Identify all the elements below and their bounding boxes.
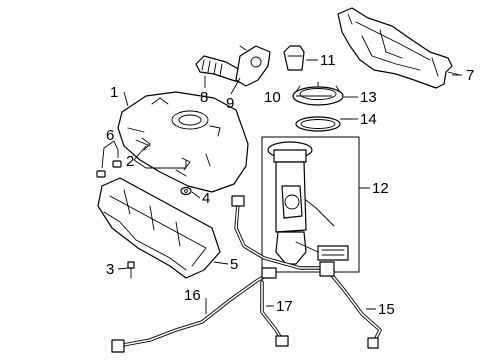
callout-11: 11: [320, 52, 336, 69]
callout-14: 14: [360, 111, 377, 128]
short-line-part: [260, 280, 289, 347]
callout-dashes: [266, 59, 462, 310]
bolt-part: [127, 261, 135, 279]
vent-line-part: [111, 267, 277, 353]
filler-neck-part: [235, 45, 271, 87]
callout-10: 10: [264, 89, 281, 106]
lock-ring-part: [292, 81, 344, 106]
fuel-cap-part: [283, 45, 305, 71]
callout-2: 2: [126, 153, 134, 170]
fuel-pump-module-part: [261, 136, 360, 273]
callout-16: 16: [184, 287, 201, 304]
callout-1: 1: [110, 84, 118, 101]
callout-5: 5: [230, 256, 238, 273]
callout-7: 7: [466, 67, 474, 84]
skid-plate-part: [97, 177, 221, 279]
nut-part: [96, 160, 122, 178]
callout-17: 17: [276, 298, 293, 315]
callout-12: 12: [372, 180, 389, 197]
callout-9: 9: [226, 95, 234, 112]
washer-part: [180, 186, 192, 196]
fuel-line-part: [231, 195, 382, 349]
callout-labels: 1 2 3 4 5 6 7 8 9 10 11 12 13 14 15 16 1…: [106, 52, 474, 318]
callout-15: 15: [378, 301, 395, 318]
callout-13: 13: [360, 89, 377, 106]
callout-6: 6: [106, 127, 114, 144]
seal-part: [295, 116, 341, 132]
fuel-tank-part: [117, 91, 249, 193]
callout-8: 8: [200, 89, 208, 106]
heat-shield-part: [337, 7, 453, 89]
callout-4: 4: [202, 190, 210, 207]
callout-3: 3: [106, 261, 114, 278]
